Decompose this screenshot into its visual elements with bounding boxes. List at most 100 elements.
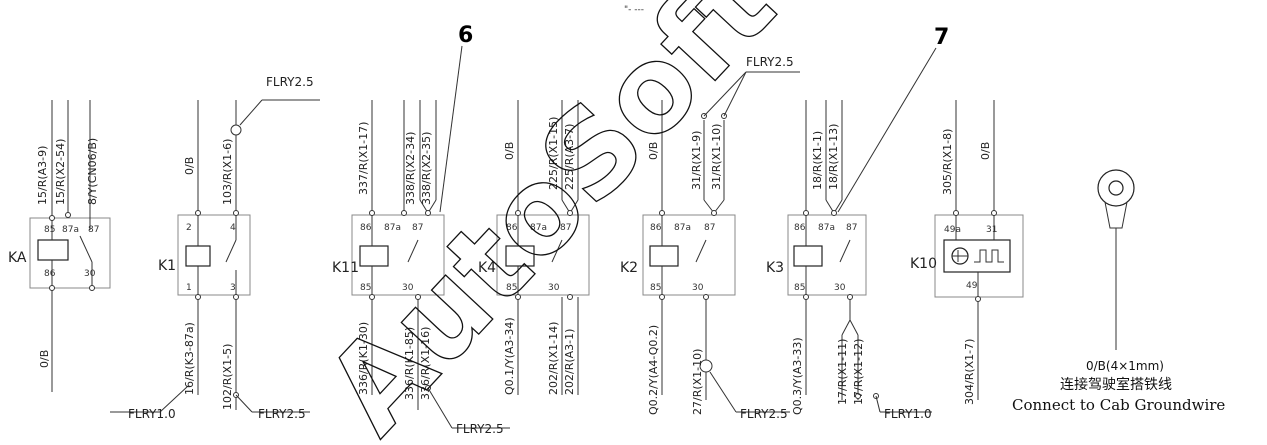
wire-label: 337/R(X1-17) [357, 122, 370, 195]
wire-label: Q0.2/Y(A4-Q0.2) [647, 325, 660, 415]
relay-label-k1: K1 [158, 258, 176, 274]
relay-coil-k4 [505, 245, 535, 267]
wire-label: 31/R(X1-10) [710, 124, 723, 190]
wire-label: 338/R(X2-34) [404, 132, 417, 205]
wire-label: 102/R(X1-5) [221, 344, 234, 410]
wire-label: 0/B [979, 142, 992, 160]
wire-label: 18/R(X1-13) [827, 124, 840, 190]
relay-label-ka: KA [8, 250, 27, 266]
svg-text:87: 87 [560, 223, 571, 233]
svg-text:3: 3 [230, 283, 236, 293]
svg-text:85: 85 [650, 283, 661, 293]
svg-text:2: 2 [186, 223, 192, 233]
wire-label: 103/R(X1-6) [221, 139, 234, 205]
relay-coil-k11 [359, 245, 389, 267]
svg-text:86: 86 [794, 223, 806, 233]
relay-coil-k2 [649, 245, 679, 267]
svg-text:87a: 87a [530, 223, 547, 233]
svg-text:87a: 87a [818, 223, 835, 233]
relay-k2: K2 86 87a 87 85 30 FLRY2.5 FLRY2.5 0/B 3… [620, 55, 800, 421]
svg-text:30: 30 [402, 283, 414, 293]
svg-text:30: 30 [834, 283, 846, 293]
relay-k11: K11 86 87a 87 85 30 337/R(X1-17) 338/R(X… [332, 100, 510, 436]
wire-label: 225/R(X1-15) [547, 117, 560, 190]
svg-text:87: 87 [846, 223, 857, 233]
flry-label: FLRY1.0 [128, 407, 176, 421]
svg-text:85: 85 [360, 283, 371, 293]
svg-text:49a: 49a [944, 225, 961, 235]
relay-coil-k3 [793, 245, 823, 267]
wire-label: 27/R(X1-10) [691, 349, 704, 415]
legend-spec: 0/B(4×1mm) [1086, 359, 1164, 373]
flry-label: FLRY2.5 [746, 55, 794, 69]
svg-text:86: 86 [506, 223, 518, 233]
flry-label: FLRY2.5 [266, 75, 314, 89]
relay-label-k11: K11 [332, 260, 359, 276]
wire-label: Q0.1/Y(A3-34) [503, 317, 516, 395]
wire-label: 305/R(X1-8) [941, 129, 954, 195]
wire-label: 16/R(K3-87a) [183, 322, 196, 395]
wire-label: 0/B [503, 142, 516, 160]
relay-coil-ka [37, 239, 69, 261]
wire-label: 336/R(K1-85) [403, 327, 416, 400]
svg-text:31: 31 [986, 225, 997, 235]
svg-text:87: 87 [88, 225, 99, 235]
wire-label: 0/B [647, 142, 660, 160]
wire-label: 336/R(K1-30) [357, 322, 370, 395]
wire-label: 15/R(X2-54) [54, 139, 67, 205]
svg-text:49: 49 [966, 281, 978, 291]
svg-text:1: 1 [186, 283, 192, 293]
relay-label-k4: K4 [478, 260, 496, 276]
svg-text:86: 86 [44, 269, 56, 279]
flry-label: FLRY1.0 [884, 407, 932, 421]
svg-text:86: 86 [650, 223, 662, 233]
flasher-unit-icon [951, 247, 1004, 265]
relay-label-k2: K2 [620, 260, 638, 276]
svg-text:4: 4 [230, 223, 236, 233]
svg-text:85: 85 [506, 283, 517, 293]
relay-ka: KA 85 87a 87 86 30 15/R(A3-9) 15/R(X2-54… [8, 100, 189, 421]
legend-english: Connect to Cab Groundwire [1012, 396, 1225, 414]
wire-label: 202/R(A3-1) [563, 329, 576, 395]
relay-k4: K4 86 87a 87 85 30 0/B 225/R(X1-15) 225/… [478, 100, 590, 395]
wire-label: 0/B [38, 350, 51, 368]
header-fragment: "- --- [624, 5, 644, 15]
svg-text:87a: 87a [384, 223, 401, 233]
svg-text:87a: 87a [674, 223, 691, 233]
wire-label: 202/R(X1-14) [547, 322, 560, 395]
relay-k3: K3 86 87a 87 85 30 FLRY1.0 18/R(K1-1) 18… [766, 100, 932, 421]
wire-label: 18/R(K1-1) [811, 131, 824, 190]
ring-terminal-icon [1097, 169, 1135, 350]
svg-text:30: 30 [84, 269, 96, 279]
svg-text:85: 85 [794, 283, 805, 293]
wire-label: 15/R(A3-9) [36, 146, 49, 205]
wire-label: Q0.3/Y(A3-33) [791, 337, 804, 415]
relay-k10: K10 49a 31 49 305/R(X1-8) 0/B 304/R(X1-7… [910, 100, 1024, 405]
svg-text:85: 85 [44, 225, 55, 235]
svg-text:87a: 87a [62, 225, 79, 235]
wire-label: 0/B [183, 157, 196, 175]
wire-label: 17/R(X1-12) [852, 339, 865, 405]
svg-text:86: 86 [360, 223, 372, 233]
wire-label: 8/Y(CN06/B) [86, 138, 99, 205]
wire-label: 17/R(X1-11) [836, 339, 849, 405]
flry-label: FLRY2.5 [456, 422, 504, 436]
wire-label: 225/R(A3-7) [563, 124, 576, 190]
flry-label: FLRY2.5 [258, 407, 306, 421]
wire-label: 31/R(X1-9) [690, 131, 703, 190]
wire-label: 336/R(X1-16) [419, 327, 432, 400]
relay-coil-k1 [185, 245, 211, 267]
wire-label: 304/R(X1-7) [963, 339, 976, 405]
legend-chinese: 连接驾驶室搭铁线 [1060, 376, 1172, 393]
svg-text:30: 30 [548, 283, 560, 293]
relay-label-k10: K10 [910, 256, 937, 272]
callout-7: 7 [934, 25, 949, 50]
callout-6: 6 [458, 23, 473, 48]
flry-label: FLRY2.5 [740, 407, 788, 421]
relay-k1: K1 2 4 1 3 FLRY2.5 0/B 103/R(X1-6) 16/R(… [158, 75, 320, 421]
svg-text:30: 30 [692, 283, 704, 293]
svg-text:87: 87 [704, 223, 715, 233]
relay-label-k3: K3 [766, 260, 784, 276]
svg-text:87: 87 [412, 223, 423, 233]
